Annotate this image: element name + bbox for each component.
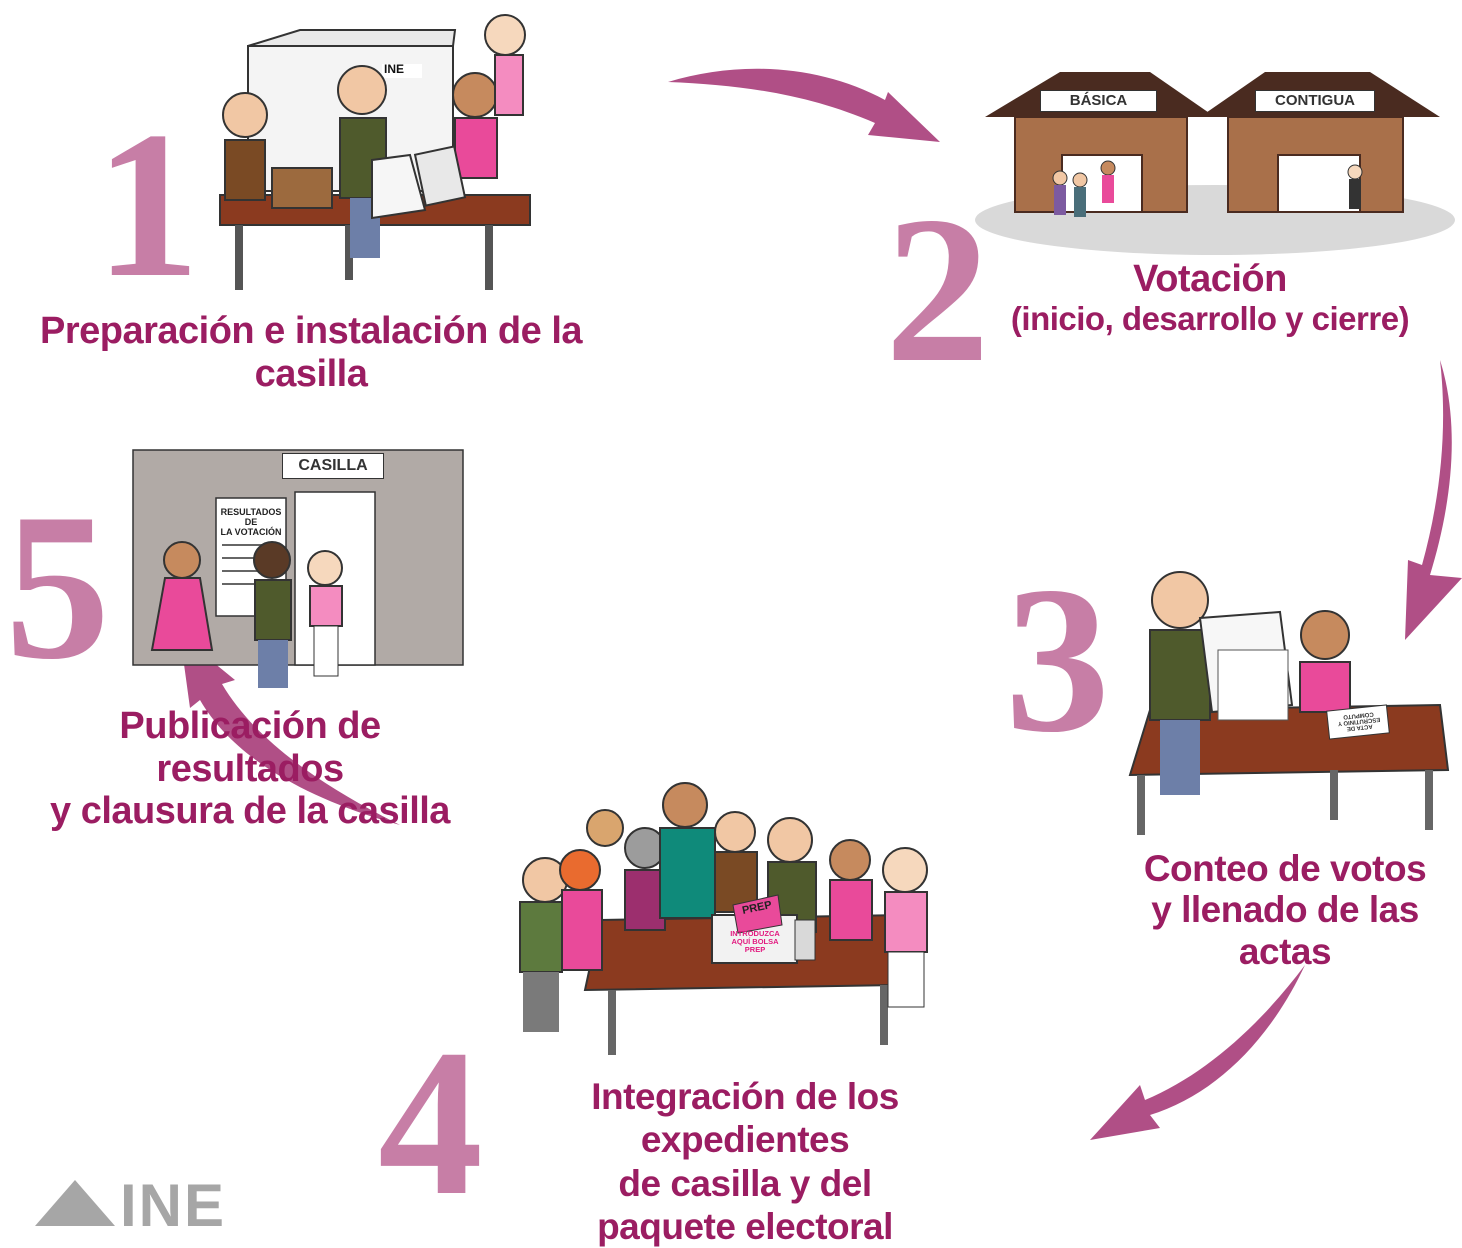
sign-contigua: CONTIGUA xyxy=(1255,90,1375,112)
step-4-caption-line-3: paquete electoral xyxy=(597,1205,893,1247)
arrow-2-to-3 xyxy=(1405,360,1462,640)
step-2-caption-title: Votación xyxy=(1133,258,1287,300)
step-1-caption: Preparación e instalación de la casilla xyxy=(5,310,617,395)
box-label-line-3: PREP xyxy=(744,944,766,954)
step-number-3: 3 xyxy=(1005,544,1110,776)
scene-1-installation xyxy=(219,14,531,290)
sign-basica: BÁSICA xyxy=(1040,90,1157,112)
arrow-1-to-2 xyxy=(668,68,940,142)
step-4-caption-line-1: Integración de los expedientes xyxy=(591,1076,899,1161)
step-2-caption-subtitle: (inicio, desarrollo y cierre) xyxy=(1010,299,1410,337)
step-number-2: 2 xyxy=(885,174,990,406)
step-4-caption-line-2: de casilla y del xyxy=(618,1162,872,1204)
arrow-3-to-4 xyxy=(1090,965,1305,1140)
step-3-caption-line-1: Conteo de votos xyxy=(1143,848,1427,889)
step-5-caption: Publicación de resultados y clausura de … xyxy=(25,705,475,833)
ine-logo-mark xyxy=(35,1180,115,1226)
ballot-box-label: INTRODUZCA AQUÍ BOLSA PREP xyxy=(718,930,792,954)
step-5-caption-line-1: Publicación de resultados xyxy=(119,705,381,790)
sign-casilla: CASILLA xyxy=(282,453,384,479)
booth-logo: INE xyxy=(384,62,405,76)
step-5-caption-line-2: y clausura de la casilla xyxy=(50,790,450,833)
step-number-4: 4 xyxy=(378,1007,483,1239)
poster-line-2: LA VOTACIÓN xyxy=(220,526,282,537)
ine-logo: INE xyxy=(120,1172,227,1239)
step-4-caption: Integración de los expedientes de casill… xyxy=(485,1075,1005,1248)
step-1-caption-line-1: Preparación e instalación de la casilla xyxy=(39,310,583,395)
box-label-line-2: AQUÍ BOLSA xyxy=(731,936,779,946)
step-3-caption-line-2: y llenado de las actas xyxy=(1151,889,1419,972)
step-number-5: 5 xyxy=(5,471,110,703)
scene-3-counting xyxy=(1128,571,1450,835)
step-3-caption: Conteo de votos y llenado de las actas xyxy=(1110,848,1460,972)
step-number-1: 1 xyxy=(95,89,200,321)
poster-title: RESULTADOS DE LA VOTACIÓN xyxy=(216,507,286,538)
scene-5-publication xyxy=(132,449,464,688)
poster-line-1: RESULTADOS DE xyxy=(220,507,282,527)
box-label-line-1: INTRODUZCA xyxy=(730,929,780,938)
step-2-caption: Votación (inicio, desarrollo y cierre) xyxy=(1010,258,1410,338)
scene-4-integration xyxy=(519,782,928,1055)
